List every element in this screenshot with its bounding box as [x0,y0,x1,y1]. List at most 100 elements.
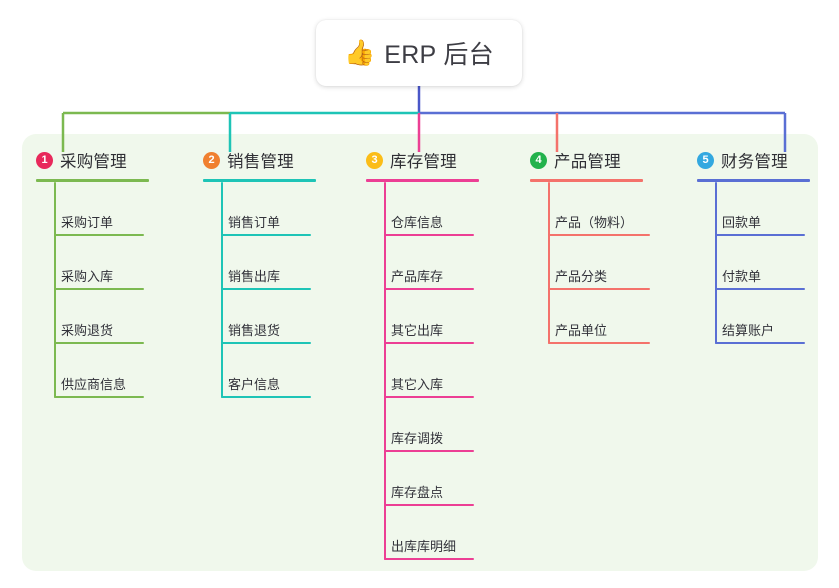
leaf-item-underline [221,288,311,290]
branch-underline [366,179,479,182]
diagram-background-panel [22,134,818,571]
leaf-item-underline [715,342,805,344]
branch-header-4[interactable]: 4 产品管理 [530,148,643,172]
root-node-erp-backend[interactable]: 👍 ERP 后台 [316,20,522,86]
leaf-item[interactable]: 结算账户 [697,290,810,344]
leaf-item[interactable]: 产品分类 [530,236,650,290]
leaf-item-underline [384,396,474,398]
branch-number-badge: 2 [203,151,220,169]
branch-number-badge: 4 [530,151,547,169]
leaf-item-underline [384,288,474,290]
leaf-item-label: 销售出库 [228,269,281,284]
leaf-item[interactable]: 销售出库 [203,236,316,290]
leaf-item[interactable]: 出库库明细 [366,506,479,560]
leaf-item[interactable]: 销售退货 [203,290,316,344]
branch-header-5[interactable]: 5 财务管理 [697,148,810,172]
leaf-item[interactable]: 其它出库 [366,290,479,344]
leaf-item-underline [221,396,311,398]
leaf-item-underline [221,234,311,236]
leaf-item-underline [54,234,144,236]
branch-spine [384,182,386,560]
leaf-item-label: 仓库信息 [391,215,444,230]
leaf-item-label: 产品库存 [391,269,444,284]
branch-underline [203,179,316,182]
branch-title: 采购管理 [60,153,127,171]
leaf-item-underline [384,558,474,560]
branch-underline [697,179,810,182]
thumbs-up-icon: 👍 [344,38,376,67]
leaf-item-label: 产品单位 [555,323,608,338]
leaf-item[interactable]: 采购退货 [36,290,149,344]
leaf-item[interactable]: 客户信息 [203,344,316,398]
branch-header-1[interactable]: 1 采购管理 [36,148,149,172]
leaf-item-label: 库存调拨 [391,431,444,446]
leaf-item-label: 其它出库 [391,323,444,338]
branch-spine [54,182,56,398]
leaf-item-label: 库存盘点 [391,485,444,500]
leaf-item-label: 其它入库 [391,377,444,392]
branch-item-list: 仓库信息产品库存其它出库其它入库库存调拨库存盘点出库库明细 [366,182,479,560]
leaf-item-underline [384,504,474,506]
leaf-item-underline [384,450,474,452]
leaf-item[interactable]: 库存盘点 [366,452,479,506]
branch-item-list: 采购订单采购入库采购退货供应商信息 [36,182,149,398]
leaf-item-underline [221,342,311,344]
leaf-item-underline [384,234,474,236]
leaf-item[interactable]: 产品单位 [530,290,650,344]
branch-column-2: 2 销售管理销售订单销售出库销售退货客户信息 [203,148,316,398]
branch-title: 财务管理 [721,153,788,171]
branch-item-list: 回款单付款单结算账户 [697,182,810,344]
branch-spine [715,182,717,344]
leaf-item-underline [548,342,650,344]
leaf-item[interactable]: 回款单 [697,182,810,236]
branch-column-3: 3 库存管理仓库信息产品库存其它出库其它入库库存调拨库存盘点出库库明细 [366,148,479,560]
branch-title: 库存管理 [390,153,457,171]
branch-header-3[interactable]: 3 库存管理 [366,148,479,172]
leaf-item-label: 产品（物料） [555,215,634,230]
branch-number-badge: 1 [36,151,53,169]
leaf-item[interactable]: 采购订单 [36,182,149,236]
branch-column-1: 1 采购管理采购订单采购入库采购退货供应商信息 [36,148,149,398]
leaf-item[interactable]: 供应商信息 [36,344,149,398]
leaf-item[interactable]: 其它入库 [366,344,479,398]
leaf-item-label: 采购入库 [61,269,114,284]
branch-item-list: 销售订单销售出库销售退货客户信息 [203,182,316,398]
branch-underline [530,179,643,182]
branch-spine [548,182,550,344]
leaf-item-label: 供应商信息 [61,377,127,392]
leaf-item-label: 回款单 [722,215,762,230]
leaf-item-label: 采购退货 [61,323,114,338]
leaf-item[interactable]: 库存调拨 [366,398,479,452]
branch-underline [36,179,149,182]
leaf-item-label: 采购订单 [61,215,114,230]
leaf-item-underline [548,288,650,290]
branch-number-badge: 5 [697,151,714,169]
branch-title: 产品管理 [554,153,621,171]
leaf-item-label: 产品分类 [555,269,608,284]
leaf-item[interactable]: 销售订单 [203,182,316,236]
leaf-item-underline [715,234,805,236]
leaf-item[interactable]: 采购入库 [36,236,149,290]
branch-item-list: 产品（物料） 产品分类产品单位 [530,182,650,344]
leaf-item[interactable]: 产品库存 [366,236,479,290]
leaf-item-label: 结算账户 [722,323,775,338]
leaf-item-label: 客户信息 [228,377,281,392]
root-node-title: ERP 后台 [384,41,494,69]
leaf-item-underline [54,342,144,344]
leaf-item[interactable]: 仓库信息 [366,182,479,236]
leaf-item-underline [715,288,805,290]
branch-number-badge: 3 [366,151,383,169]
leaf-item-label: 销售退货 [228,323,281,338]
leaf-item-underline [548,234,650,236]
leaf-item[interactable]: 付款单 [697,236,810,290]
leaf-item-underline [384,342,474,344]
leaf-item-underline [54,288,144,290]
branch-spine [221,182,223,398]
leaf-item[interactable]: 产品（物料） [530,182,650,236]
branch-title: 销售管理 [227,153,294,171]
branch-header-2[interactable]: 2 销售管理 [203,148,316,172]
leaf-item-label: 销售订单 [228,215,281,230]
branch-column-5: 5 财务管理回款单付款单结算账户 [697,148,810,344]
leaf-item-label: 出库库明细 [391,539,457,554]
